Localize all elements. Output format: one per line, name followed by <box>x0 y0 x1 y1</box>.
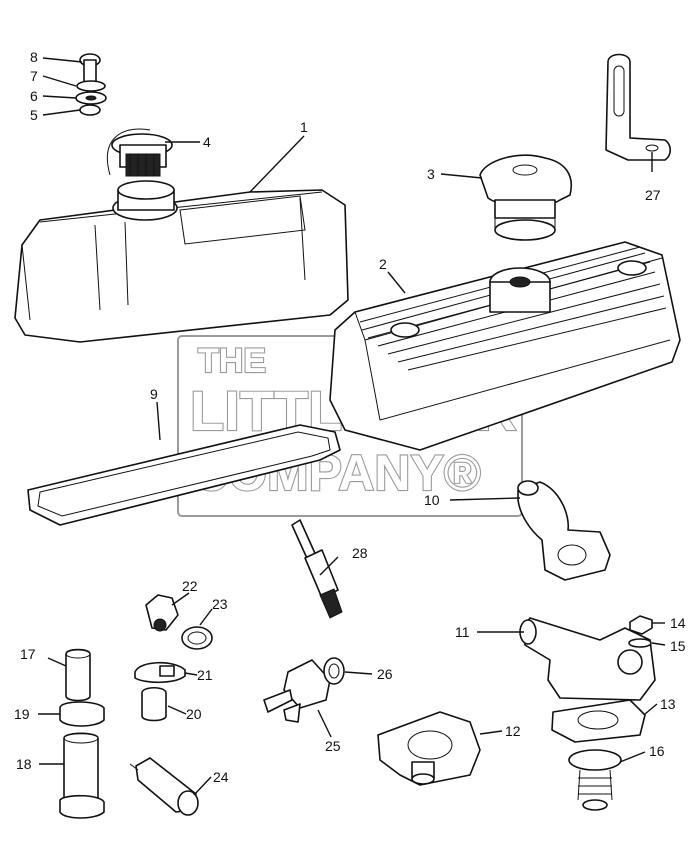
callout-12: 12 <box>505 723 521 739</box>
part-12-thermostat-housing <box>377 711 481 786</box>
callout-24: 24 <box>213 769 229 785</box>
part-11-thermostat-housing <box>519 617 656 701</box>
part-24-temperature-sender <box>129 757 199 816</box>
callout-2: 2 <box>379 256 387 272</box>
parts-25-26-sender-washer <box>263 657 345 723</box>
callout-labels: 8 7 6 5 4 1 3 27 2 9 10 28 22 23 11 14 1… <box>14 49 686 785</box>
callout-4: 4 <box>203 134 211 150</box>
parts-5-8-fixings <box>75 53 107 116</box>
callout-10: 10 <box>424 492 440 508</box>
callout-5: 5 <box>30 107 38 123</box>
part-27-bracket <box>605 53 672 161</box>
callout-1: 1 <box>300 119 308 135</box>
callout-11: 11 <box>455 624 470 640</box>
callout-7: 7 <box>30 68 38 84</box>
leader-lines <box>38 57 666 796</box>
callout-8: 8 <box>30 49 38 65</box>
callout-17: 17 <box>20 646 36 662</box>
callout-15: 15 <box>670 638 686 654</box>
part-4-filler-cap <box>106 128 173 177</box>
part-2-alloy-rocker-cover <box>329 241 681 451</box>
callout-9: 9 <box>150 386 158 402</box>
callout-19: 19 <box>14 706 30 722</box>
callout-3: 3 <box>427 166 435 182</box>
callout-27: 27 <box>645 187 661 203</box>
parts-14-15-nut-washer <box>628 615 653 648</box>
parts-20-21-hose-clip-cap <box>134 661 186 722</box>
part-3-filler-cap <box>479 154 572 241</box>
callout-6: 6 <box>30 88 38 104</box>
part-10-water-outlet <box>517 480 611 581</box>
callout-25: 25 <box>325 738 341 754</box>
parts-22-23-union-washer <box>145 594 213 650</box>
callout-28: 28 <box>352 545 368 561</box>
part-28-spark-plug <box>291 519 343 619</box>
part-13-housing-gasket <box>551 699 646 743</box>
callout-16: 16 <box>649 743 665 759</box>
part-1-rocker-cover <box>14 180 349 343</box>
callout-18: 18 <box>16 756 32 772</box>
callout-13: 13 <box>660 696 676 712</box>
callout-20: 20 <box>186 706 202 722</box>
watermark-line-1: THE <box>198 342 266 380</box>
part-16-thermostat <box>568 749 622 811</box>
part-9-gasket <box>27 424 341 526</box>
callout-14: 14 <box>670 615 686 631</box>
callout-21: 21 <box>197 667 213 683</box>
callout-26: 26 <box>377 666 393 682</box>
callout-23: 23 <box>212 596 228 612</box>
parts-17-18-19-hoses-clips <box>59 648 105 819</box>
callout-22: 22 <box>182 578 198 594</box>
